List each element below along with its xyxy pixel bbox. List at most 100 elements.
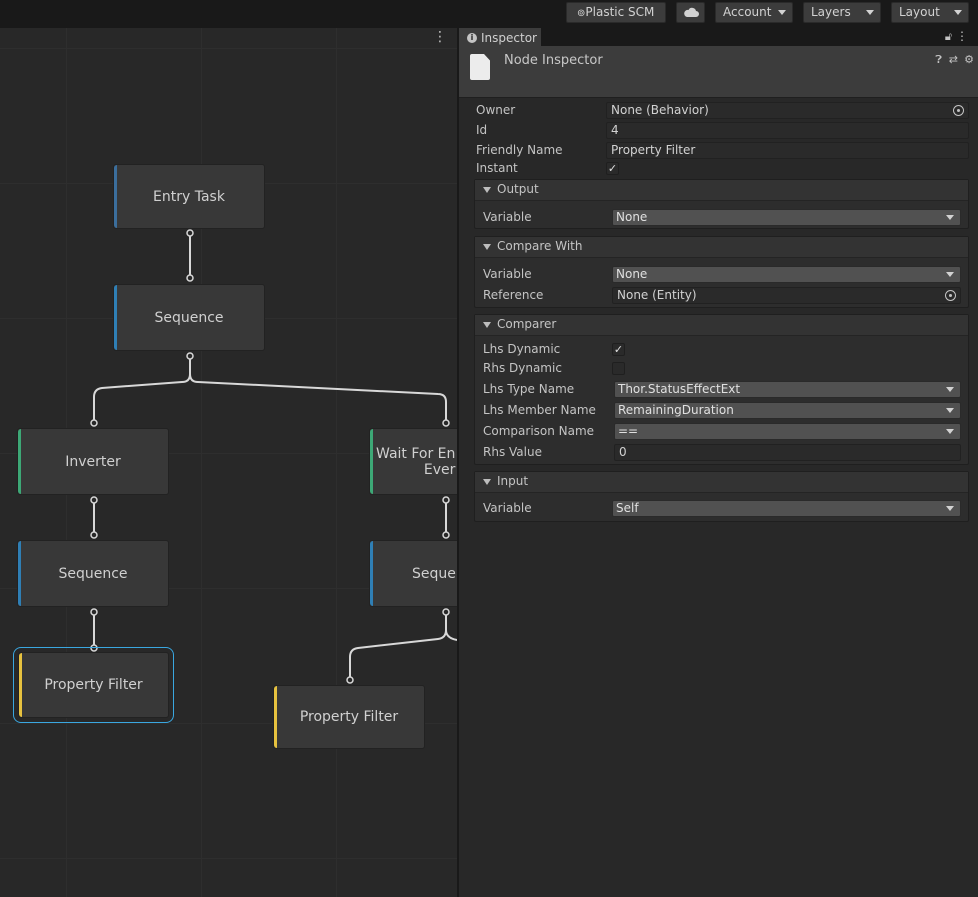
output-foldout[interactable]: Output [475, 180, 968, 201]
cloud-button[interactable] [676, 2, 705, 23]
edge-sequence-offscreen [445, 629, 457, 641]
owner-label: Owner [476, 103, 516, 117]
comparer-group: Comparer Lhs Dynamic ✓ Rhs Dynamic Lhs T… [474, 314, 969, 465]
foldout-arrow-icon [483, 244, 491, 250]
chevron-down-icon [946, 215, 954, 220]
panel-divider[interactable] [457, 28, 459, 897]
node-accent [274, 686, 277, 748]
layers-dropdown[interactable]: Layers [803, 2, 881, 23]
node-label: Property Filter [44, 677, 143, 693]
node-inverter[interactable]: Inverter [17, 428, 169, 495]
edge-sequence-wait [189, 373, 447, 423]
owner-row: Owner None (Behavior) [459, 102, 978, 119]
inspector-header: Node Inspector ❓︎ ⇄ ⚙︎ [459, 46, 978, 98]
output-variable-dropdown[interactable]: None [612, 209, 961, 226]
chevron-down-icon [946, 387, 954, 392]
port-dot [186, 274, 194, 282]
node-property-filter-selected[interactable]: Property Filter [13, 647, 174, 723]
kebab-menu-icon[interactable]: ⋮ [433, 29, 447, 45]
node-label: Wait For En Ever [376, 445, 456, 478]
compare-with-foldout[interactable]: Compare With [475, 237, 968, 258]
lock-icon[interactable]: 🔓︎ [944, 30, 952, 43]
port-dot [186, 229, 194, 237]
compare-variable-label: Variable [483, 267, 532, 281]
lhs-dynamic-row: Lhs Dynamic ✓ [475, 341, 970, 357]
document-icon [470, 54, 490, 80]
comparison-value: == [618, 424, 639, 438]
input-variable-label: Variable [483, 501, 532, 515]
rhs-value-label: Rhs Value [483, 445, 542, 459]
compare-variable-dropdown[interactable]: None [612, 266, 961, 283]
friendly-name-field[interactable]: Property Filter [606, 142, 969, 159]
cloud-icon [683, 7, 699, 17]
lhs-dynamic-checkbox[interactable]: ✓ [612, 343, 625, 356]
owner-object-field[interactable]: None (Behavior) [606, 102, 969, 119]
object-picker-icon[interactable] [945, 290, 956, 301]
behavior-graph-view[interactable]: ⋮ Entry Task [0, 28, 457, 897]
instant-checkbox[interactable]: ✓ [606, 162, 619, 175]
plastic-scm-label: Plastic SCM [585, 5, 655, 19]
layout-label: Layout [899, 5, 940, 19]
id-row: Id 4 [459, 122, 978, 139]
tab-inspector[interactable]: i Inspector [459, 28, 541, 46]
node-entry-task[interactable]: Entry Task [113, 164, 265, 229]
node-label: Property Filter [299, 709, 399, 725]
chevron-down-icon [946, 506, 954, 511]
node-label: Inverter [65, 453, 121, 470]
node-sequence-root[interactable]: Sequence [113, 284, 265, 351]
node-wait-for-event[interactable]: Wait For En Ever [369, 428, 457, 495]
rhs-value-field[interactable]: 0 [614, 444, 961, 461]
node-accent [370, 541, 373, 606]
node-property-filter[interactable]: Property Filter [273, 685, 425, 749]
account-label: Account [723, 5, 772, 19]
input-variable-dropdown[interactable]: Self [612, 500, 961, 517]
owner-value: None (Behavior) [611, 103, 709, 117]
lhs-member-value: RemainingDuration [618, 403, 734, 417]
port-dot [90, 608, 98, 616]
rhs-dynamic-checkbox[interactable] [612, 362, 625, 375]
chevron-down-icon [946, 272, 954, 277]
lhs-member-dropdown[interactable]: RemainingDuration [614, 402, 961, 419]
lhs-type-label: Lhs Type Name [483, 382, 575, 396]
lhs-dynamic-label: Lhs Dynamic [483, 342, 561, 356]
top-toolbar: ⊚Plastic SCM Account Layers Layout [0, 0, 978, 28]
port-dot [186, 352, 194, 360]
chevron-down-icon [954, 10, 962, 15]
comparer-title: Comparer [497, 317, 557, 331]
inspector-panel: i Inspector 🔓︎ ⋮ Node Inspector ❓︎ ⇄ ⚙︎ … [459, 28, 978, 897]
node-accent [19, 653, 22, 717]
friendly-name-row: Friendly Name Property Filter [459, 142, 978, 159]
input-foldout[interactable]: Input [475, 472, 968, 493]
instant-row: Instant ✓ [459, 160, 978, 176]
info-icon: i [467, 33, 477, 43]
layout-dropdown[interactable]: Layout [891, 2, 969, 23]
id-field[interactable]: 4 [606, 122, 969, 139]
compare-reference-label: Reference [483, 288, 544, 302]
gear-icon[interactable]: ⚙︎ [964, 53, 974, 66]
preset-sliders-icon[interactable]: ⇄ [948, 53, 958, 66]
node-accent [370, 429, 373, 494]
compare-reference-value: None (Entity) [617, 288, 697, 302]
port-dot [90, 496, 98, 504]
node-label: Entry Task [153, 188, 225, 205]
compare-with-title: Compare With [497, 239, 583, 253]
object-picker-icon[interactable] [953, 105, 964, 116]
account-dropdown[interactable]: Account [715, 2, 793, 23]
lhs-type-dropdown[interactable]: Thor.StatusEffectExt [614, 381, 961, 398]
output-variable-label: Variable [483, 210, 532, 224]
input-group: Input Variable Self [474, 471, 969, 522]
edge-sequence-inverter [93, 356, 191, 423]
node-sequence-right[interactable]: Seque [369, 540, 457, 607]
help-icon[interactable]: ❓︎ [935, 53, 942, 66]
compare-reference-field[interactable]: None (Entity) [612, 287, 961, 304]
node-accent [114, 285, 117, 350]
node-sequence-left[interactable]: Sequence [17, 540, 169, 607]
kebab-menu-icon[interactable]: ⋮ [956, 29, 968, 43]
plastic-scm-button[interactable]: ⊚Plastic SCM [566, 2, 666, 23]
comparison-dropdown[interactable]: == [614, 423, 961, 440]
lhs-type-value: Thor.StatusEffectExt [618, 382, 741, 396]
chevron-down-icon [866, 10, 874, 15]
chevron-down-icon [778, 10, 786, 15]
input-variable-row: Variable Self [475, 500, 970, 517]
comparer-foldout[interactable]: Comparer [475, 315, 968, 336]
